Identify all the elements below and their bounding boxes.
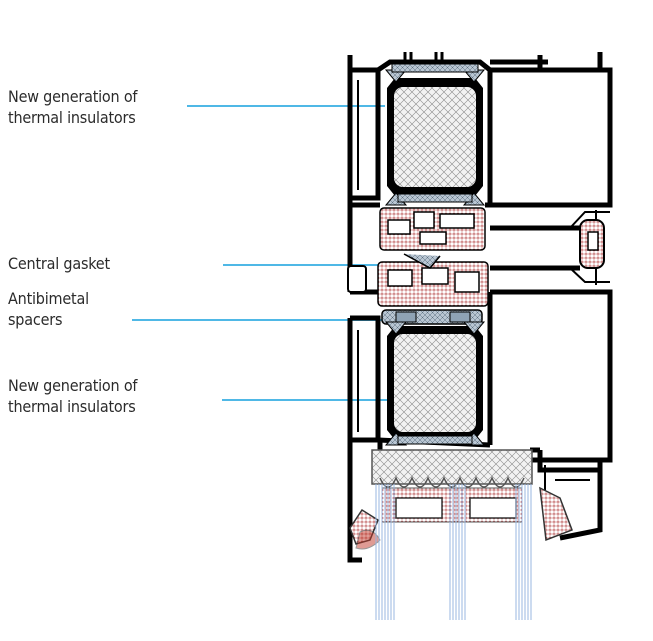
insulator-top xyxy=(384,52,486,206)
label-insulator-top: New generation of thermal insulators xyxy=(8,87,138,127)
leader-insulator-bottom xyxy=(222,399,418,401)
label-spacers: Antibimetal spacers xyxy=(8,289,89,329)
leader-spacers xyxy=(132,319,410,321)
insulator-bottom xyxy=(384,321,486,446)
label-central-gasket: Central gasket xyxy=(8,254,110,273)
antibimetal-spacers xyxy=(381,309,483,325)
leader-central-gasket xyxy=(223,264,421,266)
glass-panes xyxy=(375,484,532,620)
central-gasket xyxy=(347,207,605,307)
glazing-bead xyxy=(349,449,573,550)
label-insulator-bottom: New generation of thermal insulators xyxy=(8,376,138,416)
leader-insulator-top xyxy=(187,105,385,107)
